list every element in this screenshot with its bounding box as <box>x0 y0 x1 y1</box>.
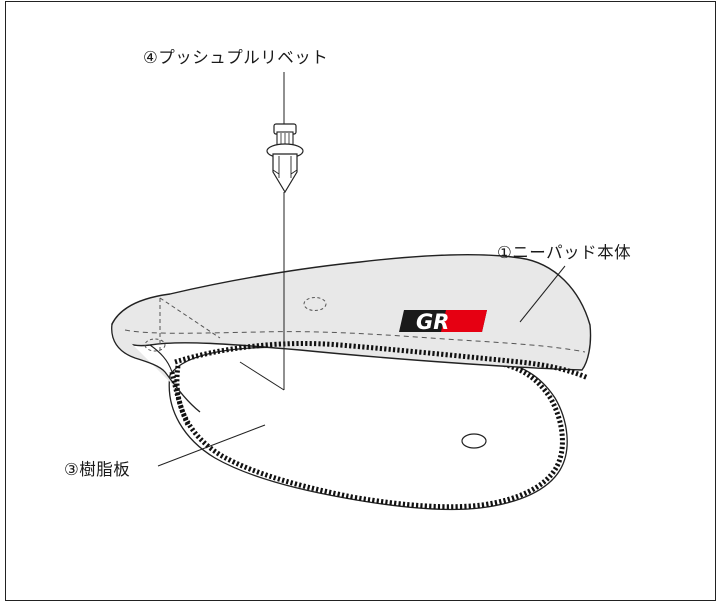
label-knee-pad-body: ①ニーパッド本体 <box>497 243 632 262</box>
knee-pad-diagram: GR <box>111 72 592 511</box>
label-resin-plate: ③樹脂板 <box>64 460 131 479</box>
gr-logo-text: GR <box>416 310 449 334</box>
push-pull-rivet <box>239 123 304 391</box>
knee-pad-body <box>111 254 592 427</box>
gr-logo: GR <box>399 310 487 334</box>
plate-hole <box>461 433 487 449</box>
rivet-hole-hidden <box>303 297 327 311</box>
leader-pad <box>519 265 566 323</box>
label-push-rivet: ④プッシュプルリベット <box>143 48 329 67</box>
leader-plate <box>157 424 266 467</box>
resin-plate <box>168 346 568 511</box>
